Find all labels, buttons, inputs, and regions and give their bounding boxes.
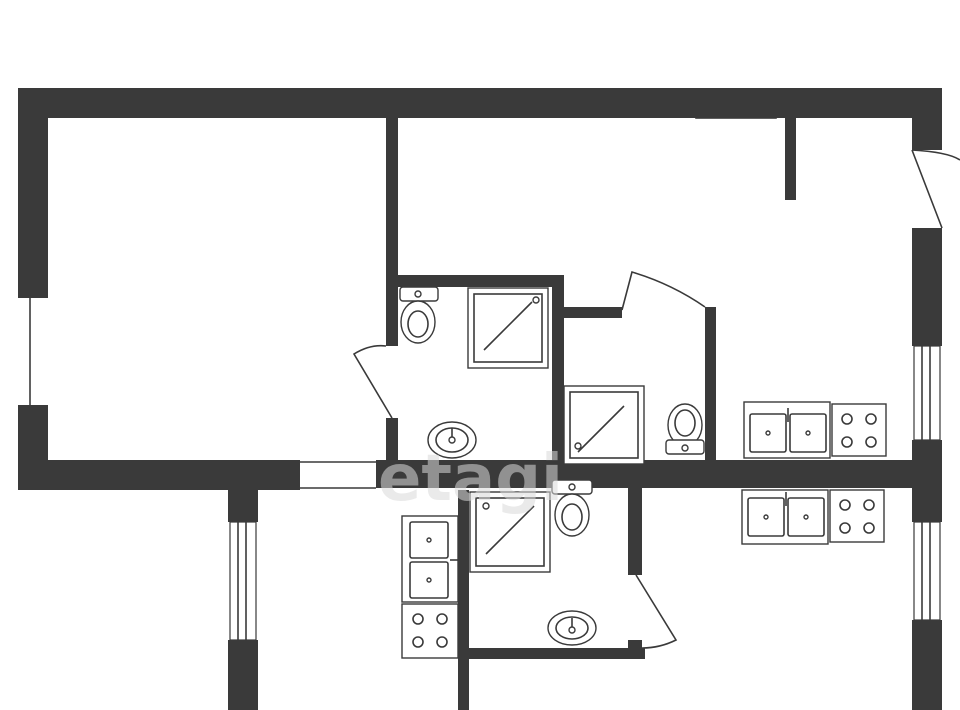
left-room-right-wall-upper bbox=[386, 118, 398, 346]
shower-1 bbox=[467, 287, 549, 369]
stove-lower-left bbox=[401, 603, 459, 659]
bath1-top-wall bbox=[398, 275, 562, 287]
kitchen-upper bbox=[743, 401, 887, 459]
shower-3 bbox=[469, 491, 551, 573]
kitchen-sink-lower-right bbox=[741, 489, 829, 545]
window-right-lower bbox=[913, 521, 941, 621]
toilet-3 bbox=[551, 479, 593, 537]
kitchen-lower-left bbox=[401, 515, 459, 659]
top-wall-niche bbox=[695, 99, 777, 119]
kitchen-sink-upper bbox=[743, 401, 831, 459]
lower-left-wall-upper bbox=[228, 490, 258, 522]
sink-1 bbox=[427, 421, 477, 459]
interior-walls bbox=[18, 118, 942, 710]
toilet-2 bbox=[665, 403, 705, 455]
lower-left-wall-lower bbox=[228, 640, 258, 710]
right-outer-wall-upper bbox=[912, 88, 942, 150]
center-horizontal-wall bbox=[376, 460, 942, 488]
left-outer-wall-upper bbox=[18, 88, 48, 298]
hall-stub-wall bbox=[785, 118, 796, 200]
watermark: etagi bbox=[378, 442, 563, 516]
window-lower-left bbox=[229, 521, 257, 641]
bathroom-3 bbox=[469, 479, 597, 646]
kitchen-lower-right bbox=[741, 489, 885, 545]
top-outer-wall bbox=[18, 88, 942, 118]
windows bbox=[229, 345, 941, 641]
left-room-right-wall-lower bbox=[386, 418, 398, 460]
doors bbox=[352, 149, 960, 649]
window-right-upper bbox=[913, 345, 941, 441]
bath2-top-wall bbox=[564, 307, 622, 318]
balcony-door bbox=[911, 149, 960, 229]
toilet-1 bbox=[399, 286, 439, 344]
right-outer-wall-mid bbox=[912, 228, 942, 346]
right-outer-wall-bottom bbox=[912, 620, 942, 710]
outer-walls bbox=[18, 88, 942, 710]
bath3-right-wall-upper bbox=[628, 480, 642, 575]
sink-3 bbox=[547, 610, 597, 646]
bath2-door bbox=[621, 270, 706, 311]
kitchen-sink-lower-left bbox=[401, 515, 459, 603]
bath3-door bbox=[635, 574, 678, 649]
bath3-bottom-wall bbox=[469, 648, 645, 659]
stove-lower-right bbox=[829, 489, 885, 543]
bath1-right-wall bbox=[552, 275, 564, 460]
bath2-right-wall bbox=[705, 307, 716, 460]
stove-upper bbox=[831, 403, 887, 457]
left-room-bottom-wall bbox=[18, 460, 300, 490]
bathroom-1 bbox=[399, 286, 549, 459]
bathroom-2 bbox=[563, 385, 705, 465]
bath3-left-wall bbox=[458, 490, 469, 710]
left-room-door bbox=[352, 344, 393, 419]
opening-lines bbox=[29, 99, 777, 489]
shower-2 bbox=[563, 385, 645, 465]
bath3-right-wall-lower bbox=[628, 640, 642, 659]
